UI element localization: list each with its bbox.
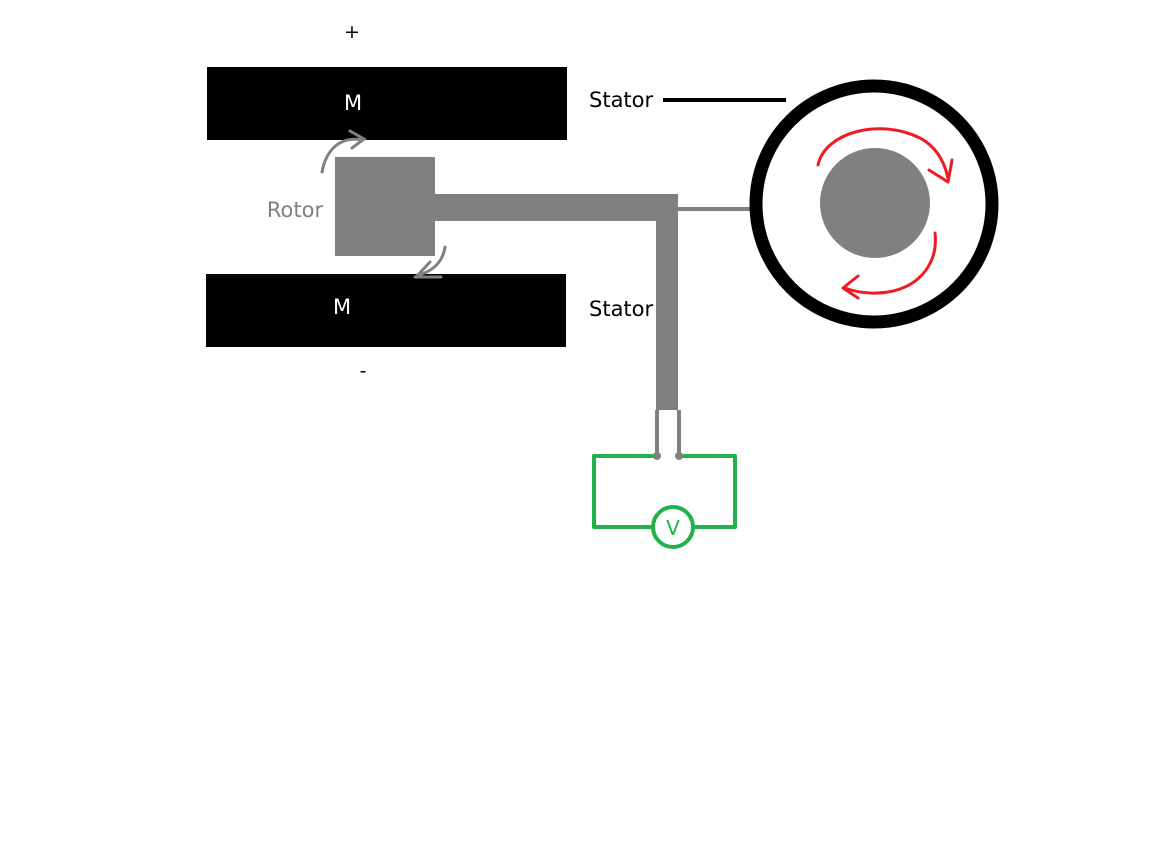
voltmeter: V bbox=[651, 505, 695, 549]
rotor-shaft bbox=[433, 194, 678, 221]
wheel bbox=[749, 79, 999, 329]
shaft-vertical bbox=[656, 194, 678, 410]
terminal-left bbox=[653, 452, 661, 460]
stator-bottom-label: Stator bbox=[589, 297, 654, 321]
negative-sign: - bbox=[360, 360, 367, 382]
magnet-top-label: M bbox=[344, 91, 362, 115]
rotor bbox=[335, 157, 435, 256]
magnet-bottom: M bbox=[206, 274, 566, 347]
wheel-hub bbox=[820, 148, 930, 258]
rotor-label: Rotor bbox=[267, 198, 324, 222]
voltmeter-circuit bbox=[592, 454, 737, 529]
voltmeter-label: V bbox=[666, 516, 680, 540]
brush-leads bbox=[655, 410, 681, 458]
curved-arrow-icon bbox=[320, 129, 367, 174]
stator-top-label: Stator bbox=[589, 88, 654, 112]
magnet-top: M bbox=[207, 67, 567, 140]
terminal-right bbox=[675, 452, 683, 460]
positive-sign: + bbox=[344, 21, 360, 43]
curved-arrow-icon bbox=[413, 245, 447, 279]
magnet-bottom-label: M bbox=[333, 295, 351, 319]
clockwise-rotation-icon bbox=[816, 127, 954, 300]
